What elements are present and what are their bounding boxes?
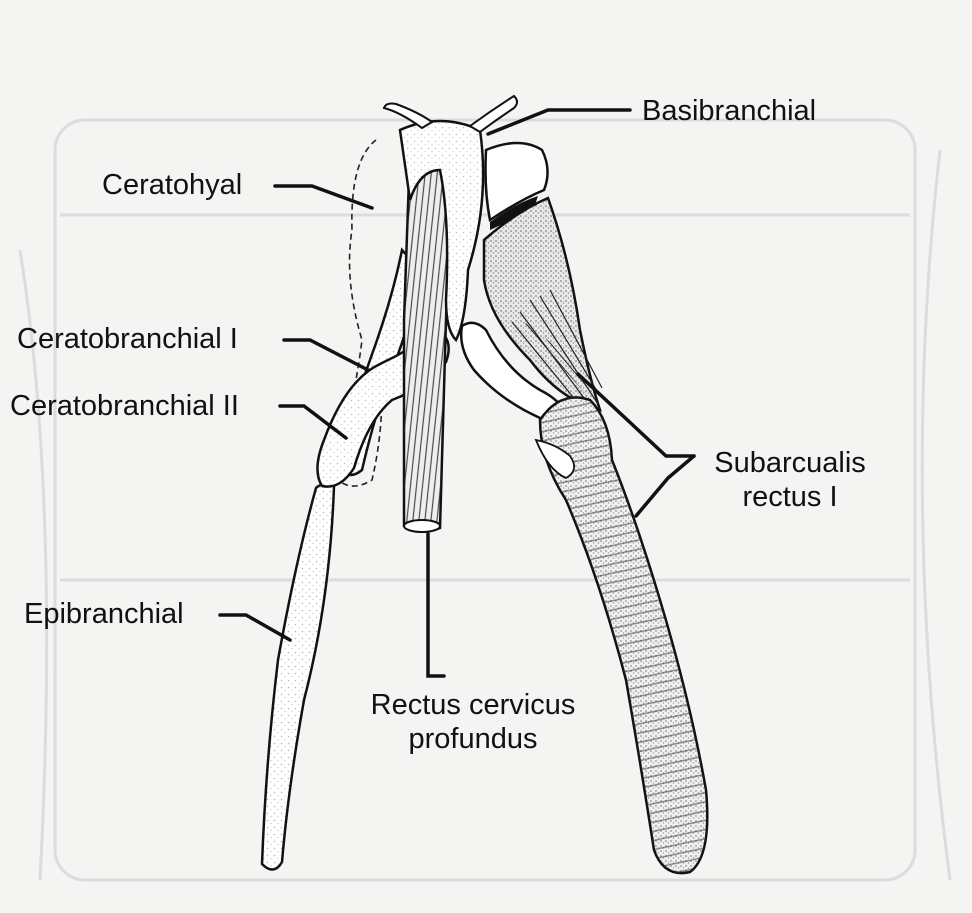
subarcualis-fan-shape: [482, 196, 603, 412]
leader-ceratobranchial-1: [282, 338, 370, 372]
leader-lines: [218, 108, 696, 678]
rectus-cervicus-profundus-shape: [402, 138, 454, 533]
label-epibranchial: Epibranchial: [24, 598, 184, 630]
label-rectus-line1: Rectus cervicus: [370, 689, 576, 721]
label-ceratobranchial-1: Ceratobranchial I: [17, 323, 238, 355]
label-basibranchial: Basibranchial: [642, 95, 817, 127]
label-rectus-line2: profundus: [408, 723, 538, 755]
label-subarcualis-line1: Subarcualis: [714, 447, 866, 479]
leader-ceratobranchial-2: [278, 404, 348, 440]
leader-epibranchial: [218, 613, 292, 642]
leader-subarcualis-b: [634, 454, 696, 518]
label-ceratohyal: Ceratohyal: [102, 169, 243, 201]
label-subarcualis-line2: rectus I: [742, 481, 838, 513]
label-subarcualis-rectus: Subarcualis rectus I: [700, 446, 880, 514]
label-ceratobranchial-2: Ceratobranchial II: [10, 390, 239, 422]
leader-subarcualis-a: [576, 372, 696, 458]
leader-rectus: [426, 532, 446, 678]
hyoid-plate-shape: [484, 141, 549, 230]
leader-ceratohyal: [273, 184, 374, 210]
leader-basibranchial: [486, 108, 632, 136]
basibranchial-shape: [382, 94, 518, 343]
epibranchial-shape: [260, 483, 336, 871]
label-rectus-cervicus-profundus: Rectus cervicus profundus: [338, 688, 608, 756]
subarcualis-rectus-shape: [534, 396, 709, 875]
